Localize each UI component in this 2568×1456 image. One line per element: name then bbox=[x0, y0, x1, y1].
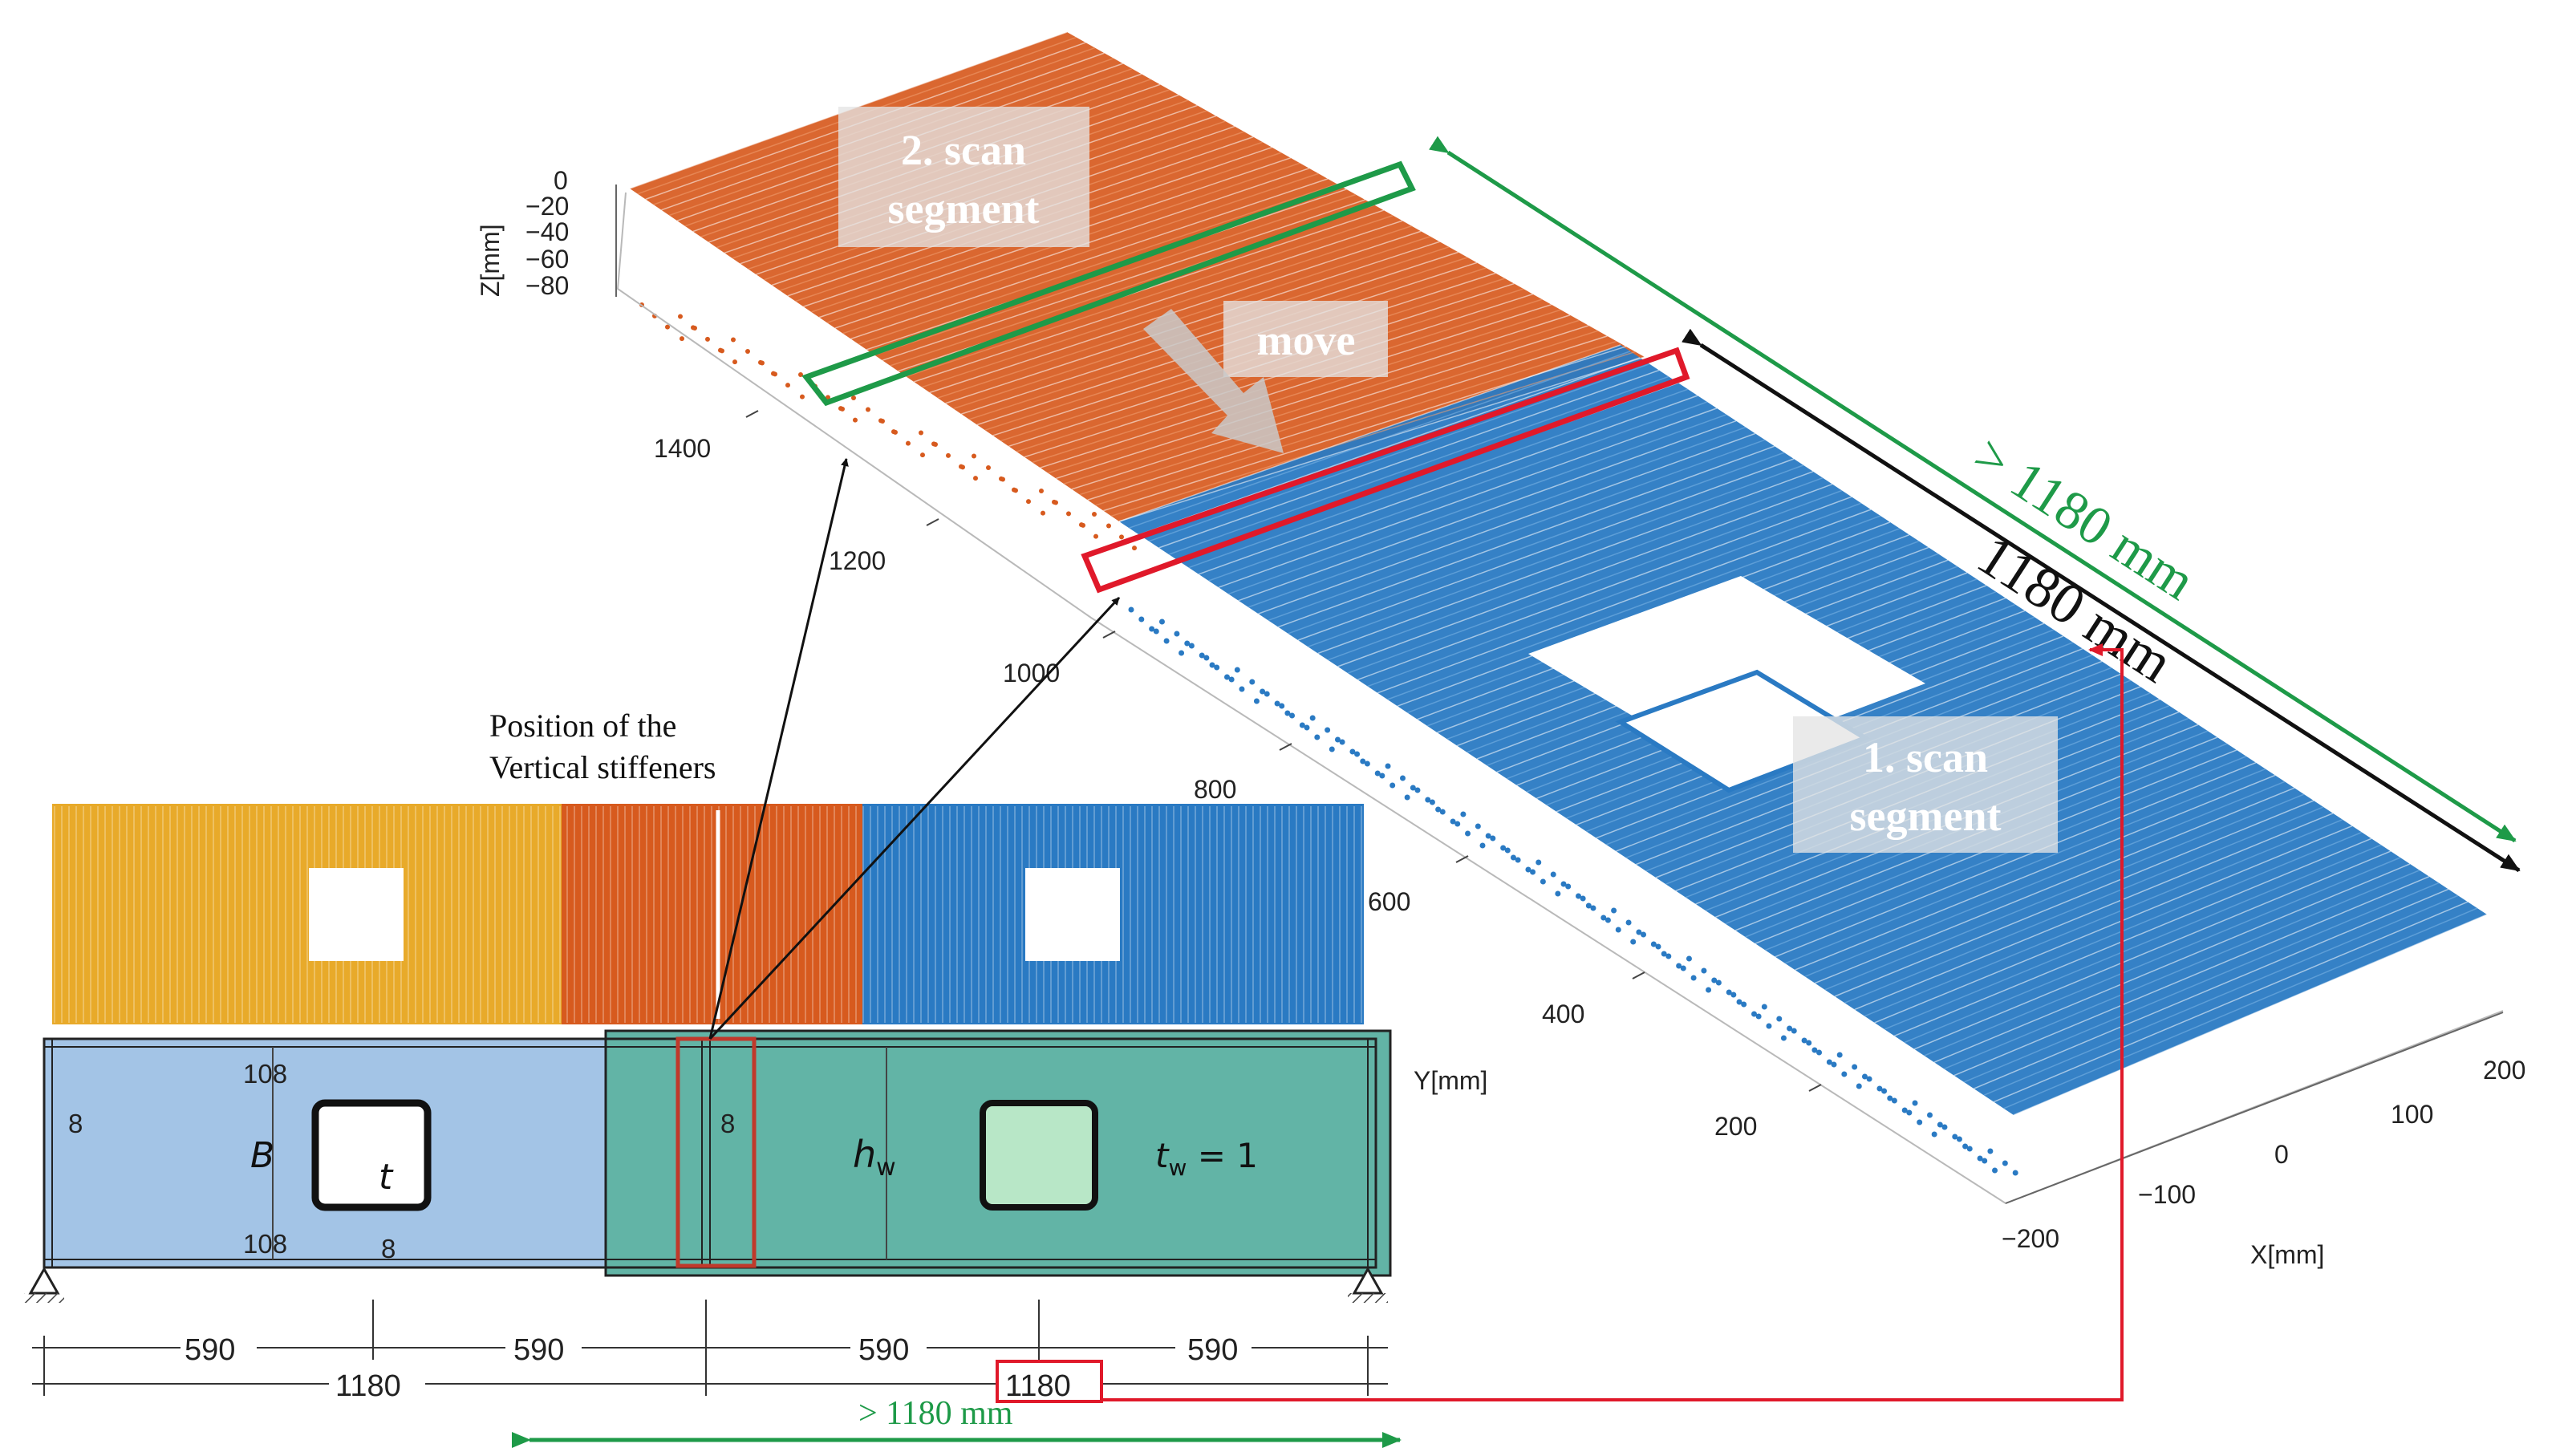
x-tick: −100 bbox=[2138, 1180, 2196, 1209]
y-tick: 800 bbox=[1194, 775, 1236, 804]
orange-scan-strip bbox=[562, 804, 862, 1024]
stiffener-mid-thickness: 8 bbox=[720, 1109, 735, 1138]
z-axis: Z[mm] 0 −20 −40 −60 −80 bbox=[476, 166, 617, 300]
beam-dimensions: 590 590 590 590 1180 1180 bbox=[32, 1300, 1388, 1403]
stiffener-highlight-box bbox=[675, 1036, 757, 1268]
y-tick: 400 bbox=[1542, 1000, 1584, 1028]
x-tick: 100 bbox=[2391, 1100, 2433, 1129]
connector-arrow-1 bbox=[708, 458, 849, 1040]
z-tick: −80 bbox=[525, 271, 569, 300]
scan1-label: 1. scan segment bbox=[1793, 716, 2058, 853]
move-label: move bbox=[1143, 301, 1388, 453]
scan1-label-line1: 1. scan bbox=[1863, 733, 1988, 781]
total-right: 1180 bbox=[1005, 1369, 1071, 1403]
z-axis-label: Z[mm] bbox=[476, 224, 505, 297]
flange-bottom-value: 108 bbox=[243, 1229, 287, 1259]
beam-opening-right bbox=[980, 1100, 1098, 1211]
span-1: 590 bbox=[185, 1333, 235, 1367]
bottom-green-label: > 1180 mm bbox=[858, 1395, 1013, 1432]
label-B: B bbox=[250, 1135, 274, 1176]
stiffener-label-line1: Position of the bbox=[489, 708, 676, 744]
move-text: move bbox=[1257, 316, 1356, 364]
support-left-hatch bbox=[24, 1293, 64, 1303]
scan2-label: 2. scan segment bbox=[838, 107, 1089, 247]
flange-top-value: 108 bbox=[243, 1059, 287, 1089]
beam-opening-left bbox=[311, 1099, 432, 1211]
support-left bbox=[28, 1266, 60, 1295]
z-tick: −40 bbox=[525, 217, 569, 246]
green-highlight-rect bbox=[801, 160, 1416, 407]
x-axis-label: X[mm] bbox=[2250, 1240, 2324, 1269]
span-3: 590 bbox=[858, 1333, 909, 1367]
y-axis-label: Y[mm] bbox=[1414, 1066, 1487, 1095]
x-tick: 0 bbox=[2274, 1140, 2289, 1169]
yellow-scan-strip bbox=[52, 804, 562, 1024]
x-axis: 200 100 0 −100 −200 X[mm] bbox=[2002, 1012, 2525, 1269]
y-tick: 200 bbox=[1714, 1112, 1757, 1141]
flat-scan-lines bbox=[54, 806, 1362, 1023]
y-axis: 1400 1200 1000 800 600 400 200 Y[mm] bbox=[654, 410, 1822, 1141]
move-arrow bbox=[1143, 309, 1284, 453]
scan2-label-line2: segment bbox=[888, 185, 1040, 233]
x-tick: 200 bbox=[2483, 1056, 2525, 1085]
label-t: t bbox=[379, 1157, 394, 1198]
label-tw: tw = 1 bbox=[1155, 1136, 1258, 1181]
scan1-label-line2: segment bbox=[1850, 792, 2002, 840]
support-right-hatch bbox=[1348, 1293, 1388, 1303]
flat-opening-left bbox=[309, 868, 404, 961]
y-tick: 600 bbox=[1368, 887, 1410, 916]
total-left: 1180 bbox=[335, 1369, 401, 1403]
z-tick: 0 bbox=[554, 166, 568, 195]
x-tick: −200 bbox=[2002, 1224, 2059, 1253]
red-connector bbox=[1101, 643, 2124, 1401]
connector-arrow-2 bbox=[708, 596, 1121, 1040]
y-tick: 1200 bbox=[829, 546, 886, 575]
scan2-label-line1: 2. scan bbox=[901, 126, 1026, 174]
span-4: 590 bbox=[1187, 1333, 1238, 1367]
total-right-highlight bbox=[996, 1360, 1103, 1403]
y-tick: 1000 bbox=[1003, 659, 1060, 687]
z-tick: −20 bbox=[525, 192, 569, 221]
flat-opening-right bbox=[1025, 868, 1120, 961]
flat-scan-strip bbox=[52, 804, 1364, 1024]
orange-scatter-points bbox=[639, 302, 1137, 551]
span-2: 590 bbox=[513, 1333, 564, 1367]
stiffener-left-thickness: 8 bbox=[68, 1109, 83, 1138]
z-tick: −60 bbox=[525, 245, 569, 274]
y-tick: 1400 bbox=[654, 434, 711, 463]
dim-arrow-black bbox=[1682, 328, 2521, 873]
beam-sketch: 108 108 B t 8 8 8 hw tw = 1 bbox=[24, 1029, 1392, 1303]
stiffener-label-line2: Vertical stiffeners bbox=[489, 749, 716, 785]
label-hw: hw bbox=[853, 1133, 896, 1182]
t-value: 8 bbox=[381, 1234, 396, 1263]
